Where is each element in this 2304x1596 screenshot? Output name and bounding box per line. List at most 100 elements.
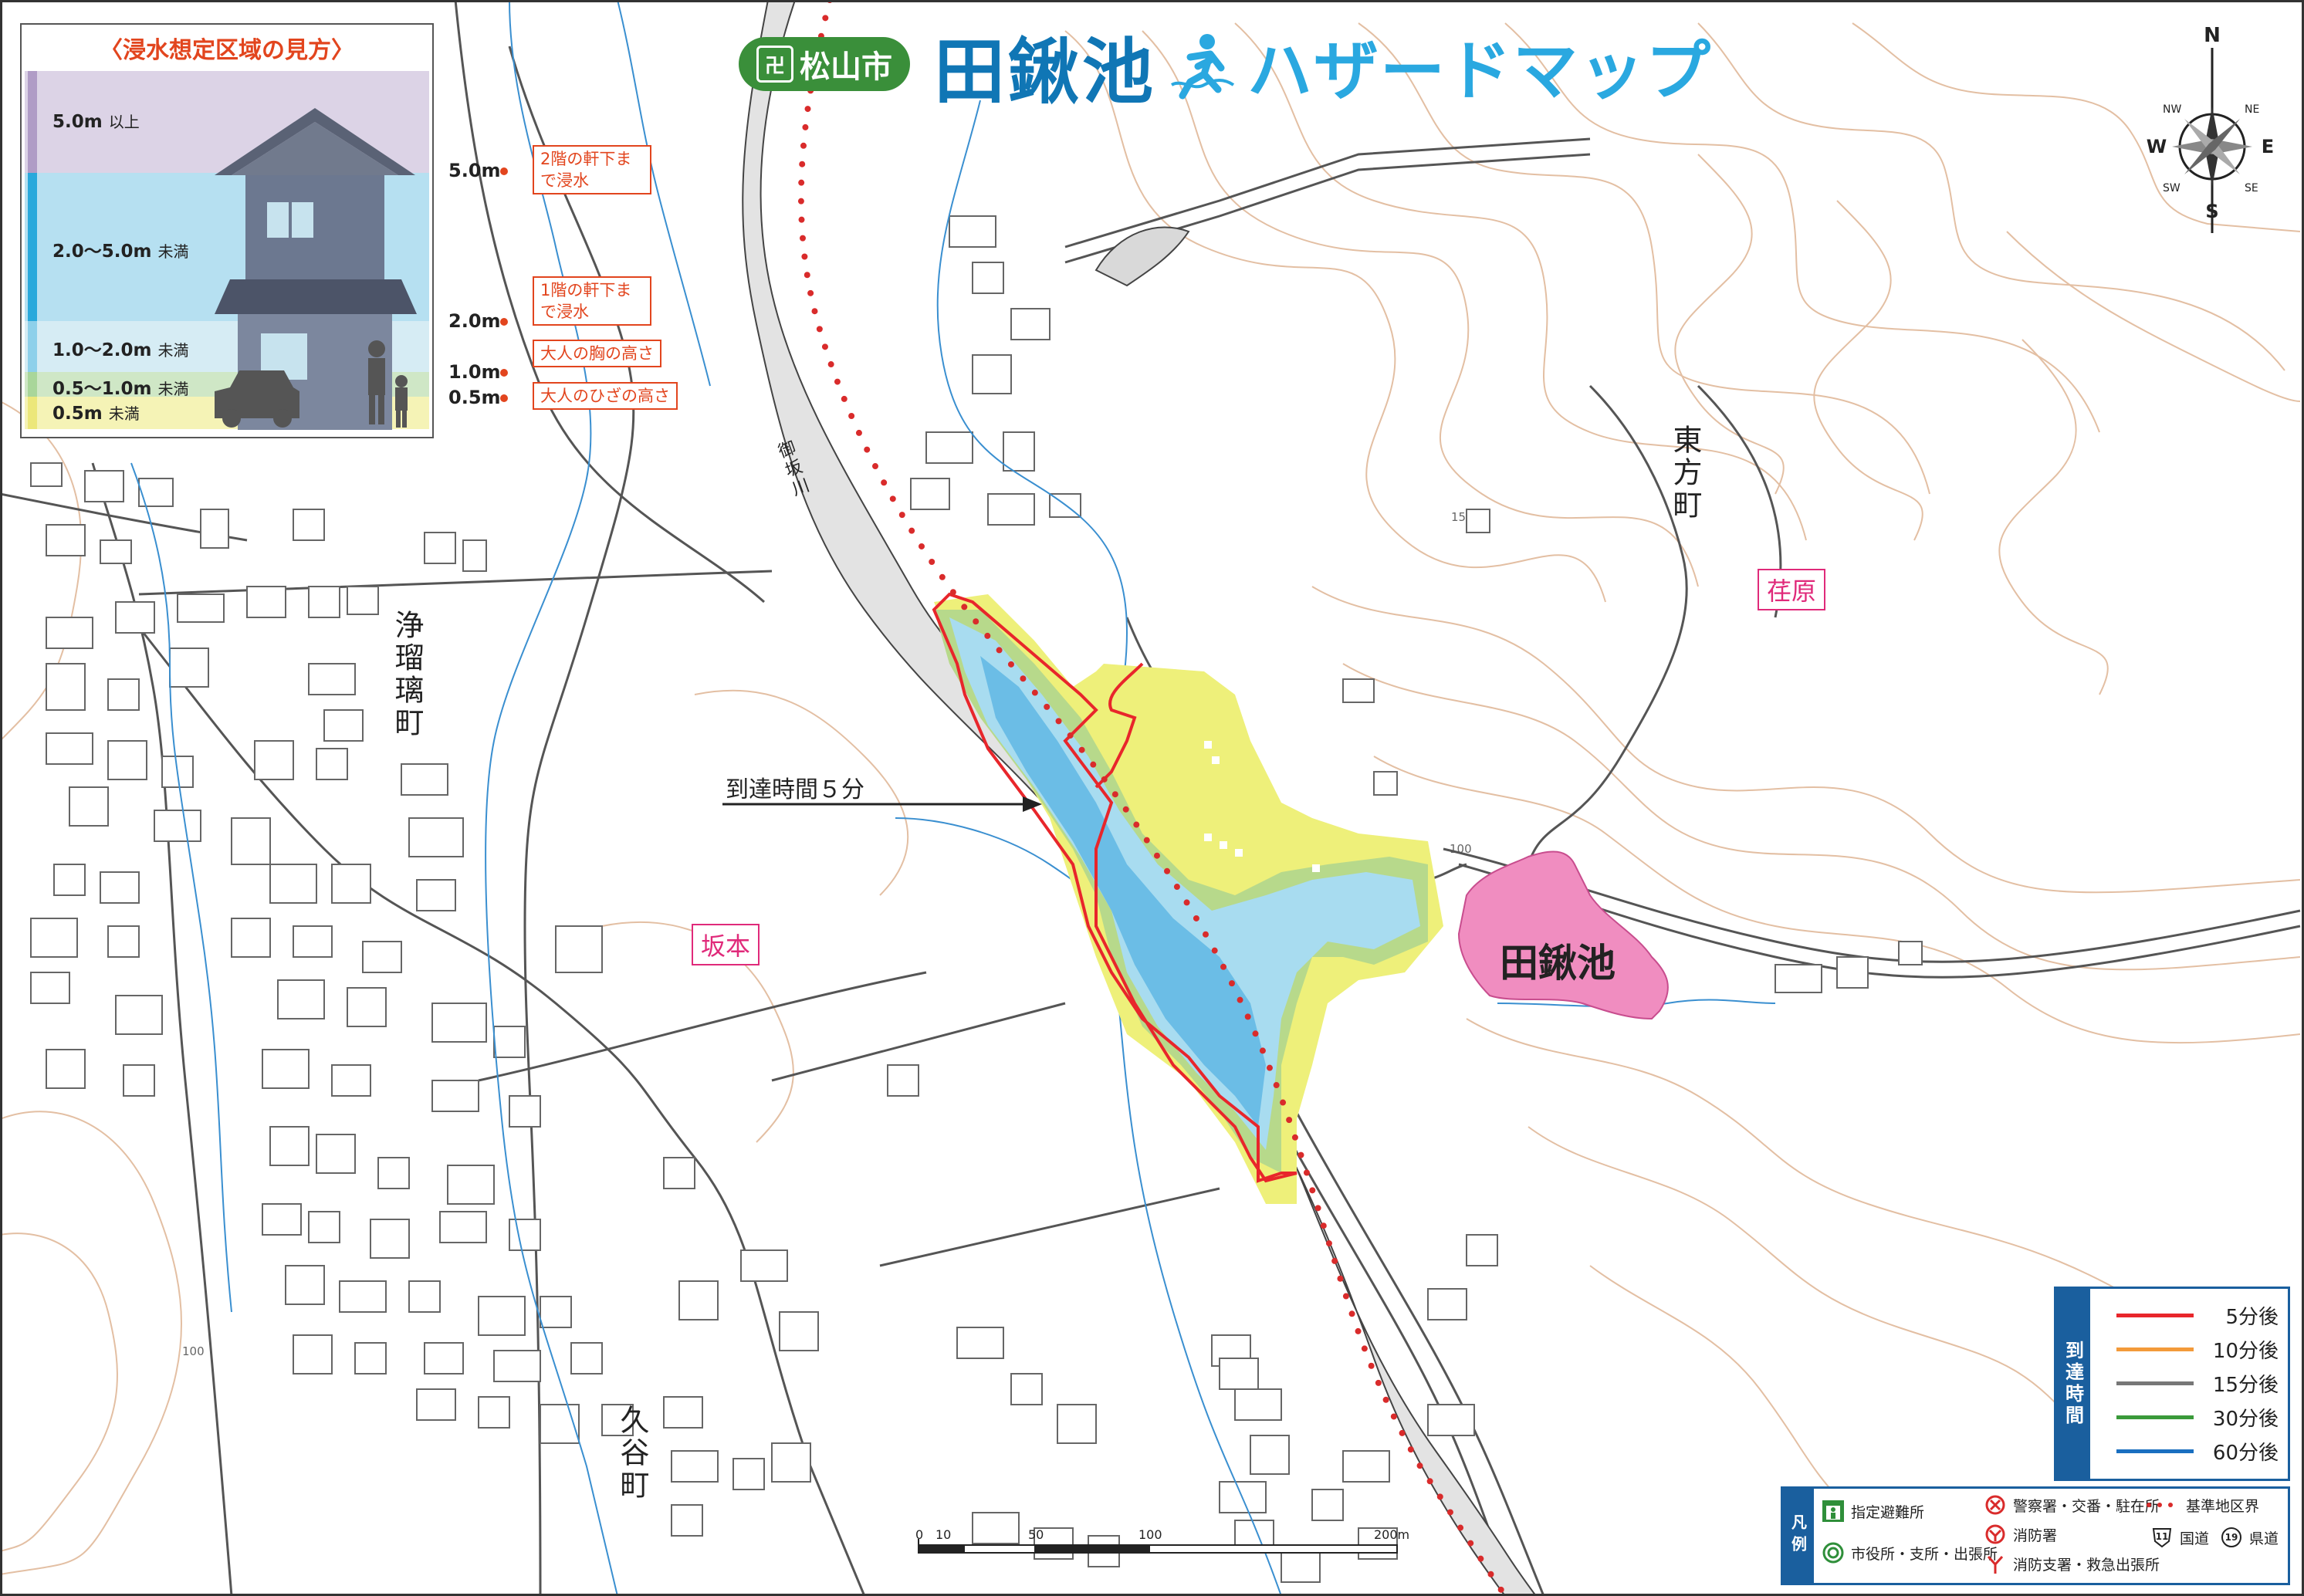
town-label-higashikata: 東方町 [1668,424,1702,522]
buildings [30,215,1923,1583]
contour-label-100-west: 100 [182,1344,205,1358]
legend-row-15min: 15分後 [2116,1368,2279,1398]
legend-police-label: 警察署・交番・駐在所 [2013,1497,2160,1515]
title-hazard-map: ハザードマップ [1247,32,1713,109]
city-office-icon [1822,1541,1845,1564]
legend-label: 60分後 [2212,1441,2279,1465]
legend-line [2116,1381,2194,1385]
scale-bar: 0 10 50 100 200m [915,1527,1409,1554]
depth-band-marker [28,173,37,321]
compass-e: E [2262,136,2274,157]
arrival-time-legend-heading: 到達時間 [2056,1289,2090,1479]
symbol-legend-heading: 凡例 [1783,1489,1814,1583]
legend-national-road-label: 国道 [2180,1530,2210,1547]
legend-district-boundary: 基準地区界 [2146,1493,2259,1517]
prefectural-road-icon: 19 [2220,1526,2243,1549]
level-marker-dot [500,318,508,326]
level-marker-dot [500,167,508,175]
legend-label: 15分後 [2212,1373,2279,1397]
note-knee-height: 大人のひざの高さ [533,382,678,410]
dotted-line-icon [2146,1493,2180,1517]
compass-ne: NE [2245,103,2259,116]
arrival-5min-boundary-north [1094,662,1144,789]
depth-band-label: 2.0～5.0m 未満 [52,242,189,262]
legend-fire-branch-label: 消防支署・救急出張所 [2013,1556,2160,1574]
legend-national-road: 11 国道 [2150,1526,2209,1549]
contour-lines [0,22,2301,1575]
scale-tick: 200m [1374,1527,1409,1542]
depth-band-marker [28,397,37,429]
arrival-5min-boundary [932,592,1297,1183]
note-second-floor: 2階の軒下まで浸水 [533,145,651,194]
fire-branch-icon [1984,1552,2007,1575]
legend-line [2116,1313,2194,1317]
inundation-depth-panel: 〈浸水想定区域の見方〉 5.0m 以上 2.0～5.0m 未満 1.0～2.0m… [20,23,434,438]
fire-station-icon [1984,1523,2007,1546]
national-road-icon: 11 [2150,1526,2174,1549]
compass-n: N [2204,24,2221,47]
legend-shelter: 指定避難所 [1822,1500,1924,1523]
legend-row-30min: 30分後 [2116,1402,2279,1432]
depth-level-2m: 2.0m [448,310,501,332]
arrival-time-legend: 到達時間 5分後 10分後 15分後 30分後 60分後 [2054,1287,2290,1481]
district-boundary [797,0,1508,1596]
legend-shelter-label: 指定避難所 [1851,1503,1925,1521]
compass-se: SE [2245,182,2258,194]
depth-band-label: 0.5m 未満 [52,404,140,424]
legend-fire-station: 消防署 [1984,1523,2057,1546]
district-label-ebara: 荏原 [1758,569,1826,610]
legend-district-boundary-label: 基準地区界 [2186,1497,2260,1515]
depth-band-marker [28,321,37,372]
symbol-legend: 凡例 指定避難所 市役所・支所・出張所 警察署・交番・駐在所 消防署 消防支署・… [1781,1486,2290,1585]
scale-tick: 100 [1138,1527,1162,1542]
depth-panel-heading: 〈浸水想定区域の見方〉 [100,37,354,64]
compass-s: S [2205,201,2218,222]
legend-line [2116,1449,2194,1453]
scale-tick: 0 [915,1527,923,1542]
legend-city-office-label: 市役所・支所・出張所 [1851,1545,1998,1563]
depth-band-marker [28,372,37,397]
legend-city-office: 市役所・支所・出張所 [1822,1541,1998,1564]
legend-line [2116,1347,2194,1351]
note-first-floor: 1階の軒下まで浸水 [533,276,651,326]
svg-text:19: 19 [2225,1532,2238,1543]
legend-row-60min: 60分後 [2116,1435,2279,1466]
legend-row-5min: 5分後 [2116,1300,2279,1331]
note-chest-height: 大人の胸の高さ [533,340,661,367]
compass-w: W [2147,136,2167,157]
legend-fire-station-label: 消防署 [2013,1527,2058,1544]
depth-level-1m: 1.0m [448,361,501,383]
depth-band-label: 5.0m 以上 [52,112,140,132]
scale-tick: 10 [935,1527,951,1542]
river-channel [742,0,1538,1596]
arrival-note-arrow [722,796,1042,812]
depth-level-5m: 5.0m [448,160,501,181]
depth-level-05m: 0.5m [448,387,501,408]
legend-line [2116,1415,2194,1419]
evacuation-shelter-icon [1822,1500,1845,1523]
town-label-joruri: 浄瑠璃町 [390,610,424,739]
legend-label: 10分後 [2212,1339,2279,1363]
tasuki-pond [1457,850,1669,1020]
city-badge: 卍 松山市 [739,37,910,91]
small-pond [1094,226,1190,287]
running-person-icon [1171,34,1235,100]
legend-label: 30分後 [2212,1407,2279,1431]
flood-area [934,594,1443,1204]
level-marker-dot [500,369,508,377]
pond-label: 田鍬池 [1500,941,1616,986]
city-name: 松山市 [800,49,892,85]
map-title: 田鍬池 ハザードマップ [934,23,1712,113]
legend-police: 警察署・交番・駐在所 [1984,1493,2160,1517]
scale-tick: 50 [1028,1527,1044,1542]
district-label-sakamoto: 坂本 [692,924,760,965]
legend-fire-branch: 消防支署・救急出張所 [1984,1552,2160,1575]
legend-prefectural-road: 19 県道 [2220,1526,2279,1549]
svg-text:11: 11 [2156,1531,2169,1542]
town-label-kutani: 久谷町 [615,1405,649,1502]
depth-band-marker [28,71,37,173]
city-seal-icon: 卍 [756,46,793,83]
arrival-time-note: 到達時間５分 [726,776,864,803]
compass-nw: NW [2163,103,2181,116]
compass-sw: SW [2163,182,2181,194]
